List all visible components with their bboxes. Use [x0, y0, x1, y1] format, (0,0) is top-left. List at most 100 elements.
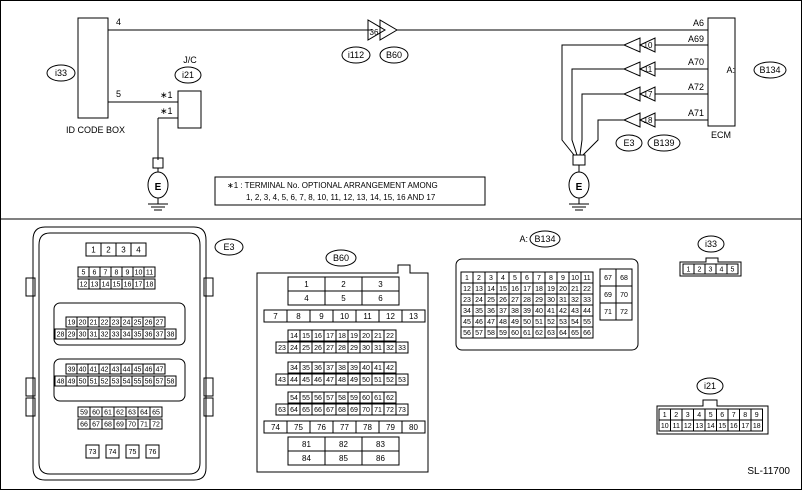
e3-pin-19: 19 [68, 320, 76, 327]
b60-pin-9: 9 [319, 312, 324, 321]
e3-pin-7: 7 [104, 270, 108, 277]
b60-pin-61: 61 [374, 395, 382, 402]
e3-pin-12: 12 [80, 282, 88, 289]
b60-pin-7: 7 [273, 312, 278, 321]
e3-pin-58: 58 [167, 379, 175, 386]
b134-pin-20: 20 [559, 286, 567, 293]
e3-pin-39: 39 [68, 367, 76, 374]
b60-cell-62 [383, 391, 397, 404]
e3-cell-58 [164, 375, 177, 387]
e3-pin-65: 65 [152, 410, 160, 417]
b60-pin-45: 45 [302, 377, 310, 384]
e3-pin-22: 22 [101, 320, 109, 327]
e3-pin-13: 13 [91, 282, 99, 289]
b134-connector-name: B134 [534, 234, 555, 244]
e3-pin-3: 3 [121, 245, 126, 254]
b134-pin-3: 3 [489, 275, 493, 282]
b60-pin-75: 75 [294, 423, 303, 432]
jc-label: J/C [183, 55, 197, 65]
b60-pin-42: 42 [386, 365, 394, 372]
b134-pin-46: 46 [475, 319, 483, 326]
b60-pin-37: 37 [326, 365, 334, 372]
b60-pin-2: 2 [341, 280, 346, 289]
b60-pin-44: 44 [290, 377, 298, 384]
b134-pin-33: 33 [583, 297, 591, 304]
b134-connector-shell [455, 258, 639, 351]
e3-pin-67: 67 [92, 422, 100, 429]
b60-pin-66: 66 [314, 407, 322, 414]
b134-pin-29: 29 [535, 297, 543, 304]
e3-pin-70: 70 [128, 422, 136, 429]
b60-pin-82: 82 [339, 440, 348, 449]
i33-pin-2: 2 [698, 267, 702, 274]
e3-cell-76 [145, 444, 160, 459]
e3-pin-68: 68 [104, 422, 112, 429]
b60-pin-8: 8 [296, 312, 301, 321]
b134-pin-28: 28 [523, 297, 531, 304]
gnd-wire-18 [582, 119, 624, 156]
b134-pin-47: 47 [487, 319, 495, 326]
b134-pin-21: 21 [571, 286, 579, 293]
i21-pin-6: 6 [720, 412, 724, 419]
e3-pin-73: 73 [89, 449, 97, 456]
b134-cell-66 [580, 326, 594, 339]
ground-connector-right [572, 154, 586, 166]
b134-pin-53: 53 [559, 319, 567, 326]
b134-pin-69: 69 [604, 292, 612, 299]
e3-pin-64: 64 [140, 410, 148, 417]
i21-connector-name: i21 [704, 381, 716, 391]
ground-pin-17: 17 [644, 90, 653, 99]
b134-pin-12: 12 [463, 286, 471, 293]
b60-pin-69: 69 [350, 407, 358, 414]
e3-pin-60: 60 [92, 410, 100, 417]
b60-pin-5: 5 [341, 294, 346, 303]
b134-pin-66: 66 [583, 330, 591, 337]
b134-pin-7: 7 [537, 275, 541, 282]
e3-pin-76: 76 [149, 449, 157, 456]
i21-pin-13: 13 [695, 423, 703, 430]
b60-pin-18: 18 [338, 333, 346, 340]
i112-bubble [341, 46, 371, 64]
b134-pin-58: 58 [487, 330, 495, 337]
b60-pin-35: 35 [302, 365, 310, 372]
b60-pin-53: 53 [398, 377, 406, 384]
e3-pin-26: 26 [145, 320, 153, 327]
e3-pin-72: 72 [152, 422, 160, 429]
e3-pin-18: 18 [146, 282, 154, 289]
e3-cell-18 [143, 278, 156, 290]
b60-cell-53 [395, 373, 409, 386]
e3-pin-42: 42 [101, 367, 109, 374]
e3-cell-4 [130, 242, 147, 257]
b134-pin-65: 65 [571, 330, 579, 337]
ecm-connector-11a [622, 61, 641, 77]
b134-bubble [753, 61, 787, 79]
b134-pin-15: 15 [499, 286, 507, 293]
b60-connector-name: B60 [333, 253, 349, 263]
e3-bubble [615, 134, 643, 152]
e3-pin-21: 21 [90, 320, 98, 327]
b134-pin-61: 61 [523, 330, 531, 337]
e3-pin-36: 36 [145, 332, 153, 339]
e3-cell-72 [149, 418, 163, 430]
star-a: ∗1 [160, 90, 173, 100]
b134-pin-37: 37 [499, 308, 507, 315]
e3-pin-43: 43 [112, 367, 120, 374]
b134-pin-30: 30 [547, 297, 555, 304]
e3-pin-75: 75 [129, 449, 137, 456]
b60-pin-59: 59 [350, 395, 358, 402]
b134-pin-27: 27 [511, 297, 519, 304]
b134-pin-42: 42 [559, 308, 567, 315]
i21-pin-18: 18 [753, 423, 761, 430]
b134-pin-25: 25 [487, 297, 495, 304]
e3-pin-17: 17 [135, 282, 143, 289]
b60-pin-12: 12 [386, 312, 395, 321]
b134-pin-31: 31 [559, 297, 567, 304]
b134-pin-50: 50 [523, 319, 531, 326]
e3-pin-8: 8 [115, 270, 119, 277]
b60-pin-19: 19 [350, 333, 358, 340]
ecm-connector-10a [622, 37, 641, 53]
b134-pin-4: 4 [501, 275, 505, 282]
b60-pin-31: 31 [374, 345, 382, 352]
